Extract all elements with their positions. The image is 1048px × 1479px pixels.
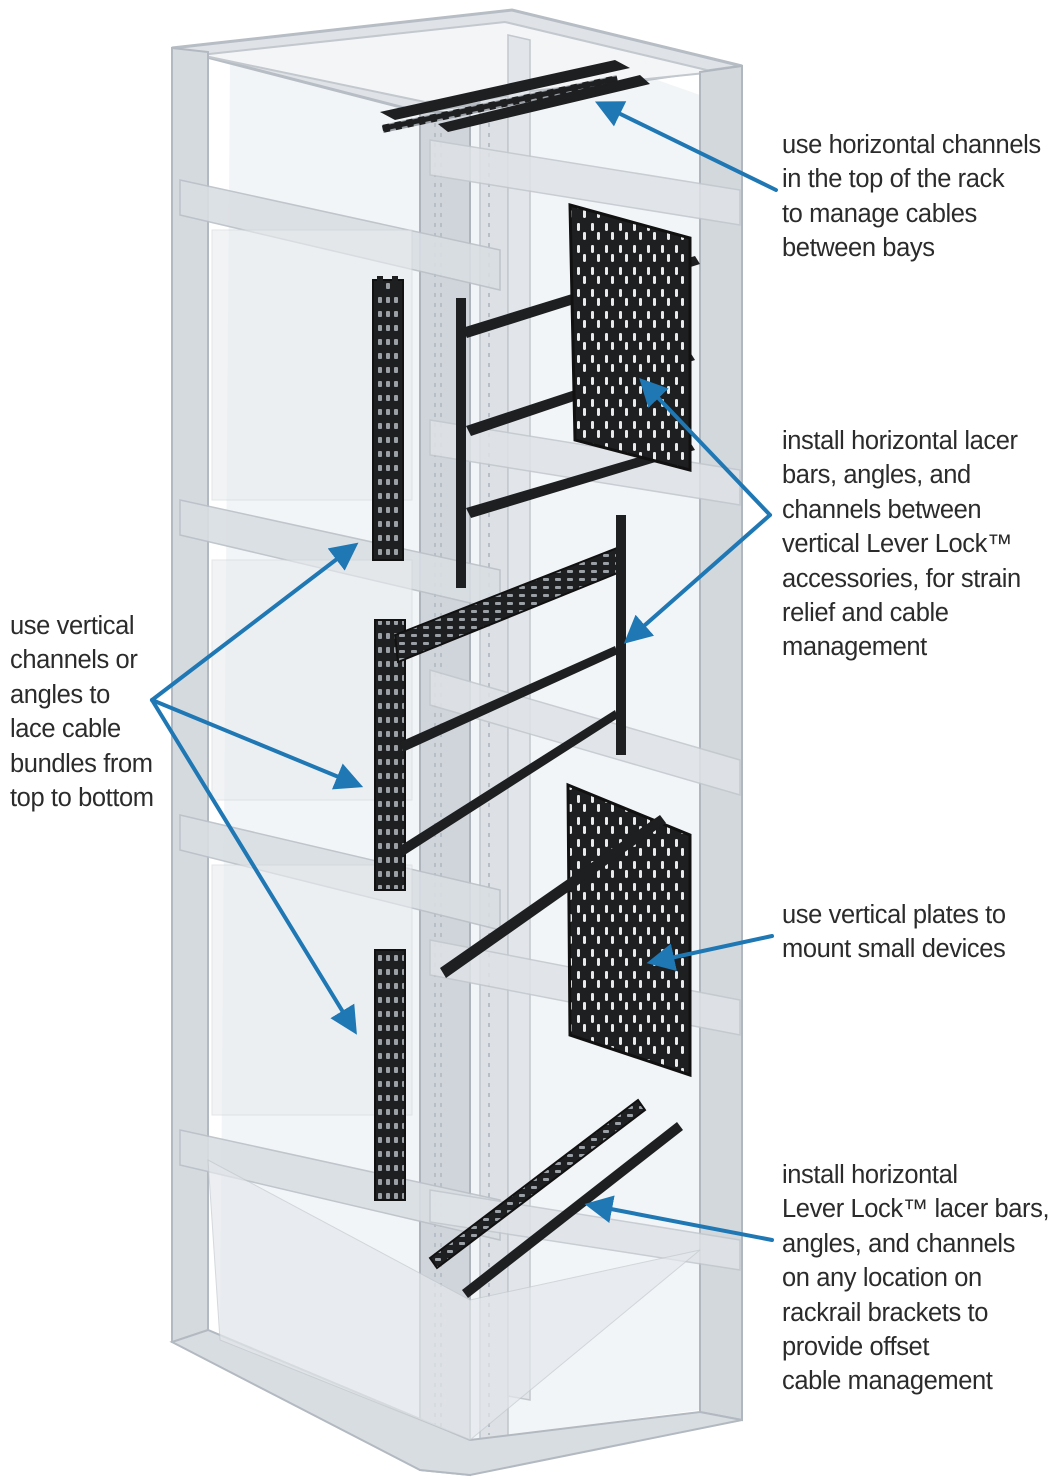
callout-lacer-bars: install horizontal lacer bars, angles, a… — [782, 424, 1021, 665]
callout-vertical-channels: use vertical channels or angles to lace … — [10, 609, 154, 815]
callout-top-channels: use horizontal channels in the top of th… — [782, 128, 1041, 266]
callout-offset-management: install horizontal Lever Lock™ lacer bar… — [782, 1158, 1048, 1399]
callout-line: angles, and channels — [782, 1227, 1048, 1261]
callout-line: relief and cable — [782, 596, 1021, 630]
callout-vertical-plates: use vertical plates to mount small devic… — [782, 898, 1006, 967]
callout-line: on any location on — [782, 1261, 1048, 1295]
callout-line: lace cable — [10, 712, 154, 746]
callout-line: Lever Lock™ lacer bars, — [782, 1192, 1048, 1226]
callout-line: bundles from — [10, 747, 154, 781]
callout-line: top to bottom — [10, 781, 154, 815]
callout-line: vertical Lever Lock™ — [782, 527, 1021, 561]
callout-line: in the top of the rack — [782, 162, 1041, 196]
callout-line: mount small devices — [782, 932, 1006, 966]
callout-line: use vertical — [10, 609, 154, 643]
callout-line: use horizontal channels — [782, 128, 1041, 162]
callout-line: bars, angles, and — [782, 458, 1021, 492]
callout-line: accessories, for strain — [782, 562, 1021, 596]
callout-line: use vertical plates to — [782, 898, 1006, 932]
callout-line: provide offset — [782, 1330, 1048, 1364]
callout-line: install horizontal — [782, 1158, 1048, 1192]
callout-line: install horizontal lacer — [782, 424, 1021, 458]
callout-line: rackrail brackets to — [782, 1296, 1048, 1330]
callout-line: to manage cables — [782, 197, 1041, 231]
callout-line: cable management — [782, 1364, 1048, 1398]
callout-line: angles to — [10, 678, 154, 712]
callout-line: management — [782, 630, 1021, 664]
callout-line: channels or — [10, 643, 154, 677]
callout-line: between bays — [782, 231, 1041, 265]
callout-line: channels between — [782, 493, 1021, 527]
